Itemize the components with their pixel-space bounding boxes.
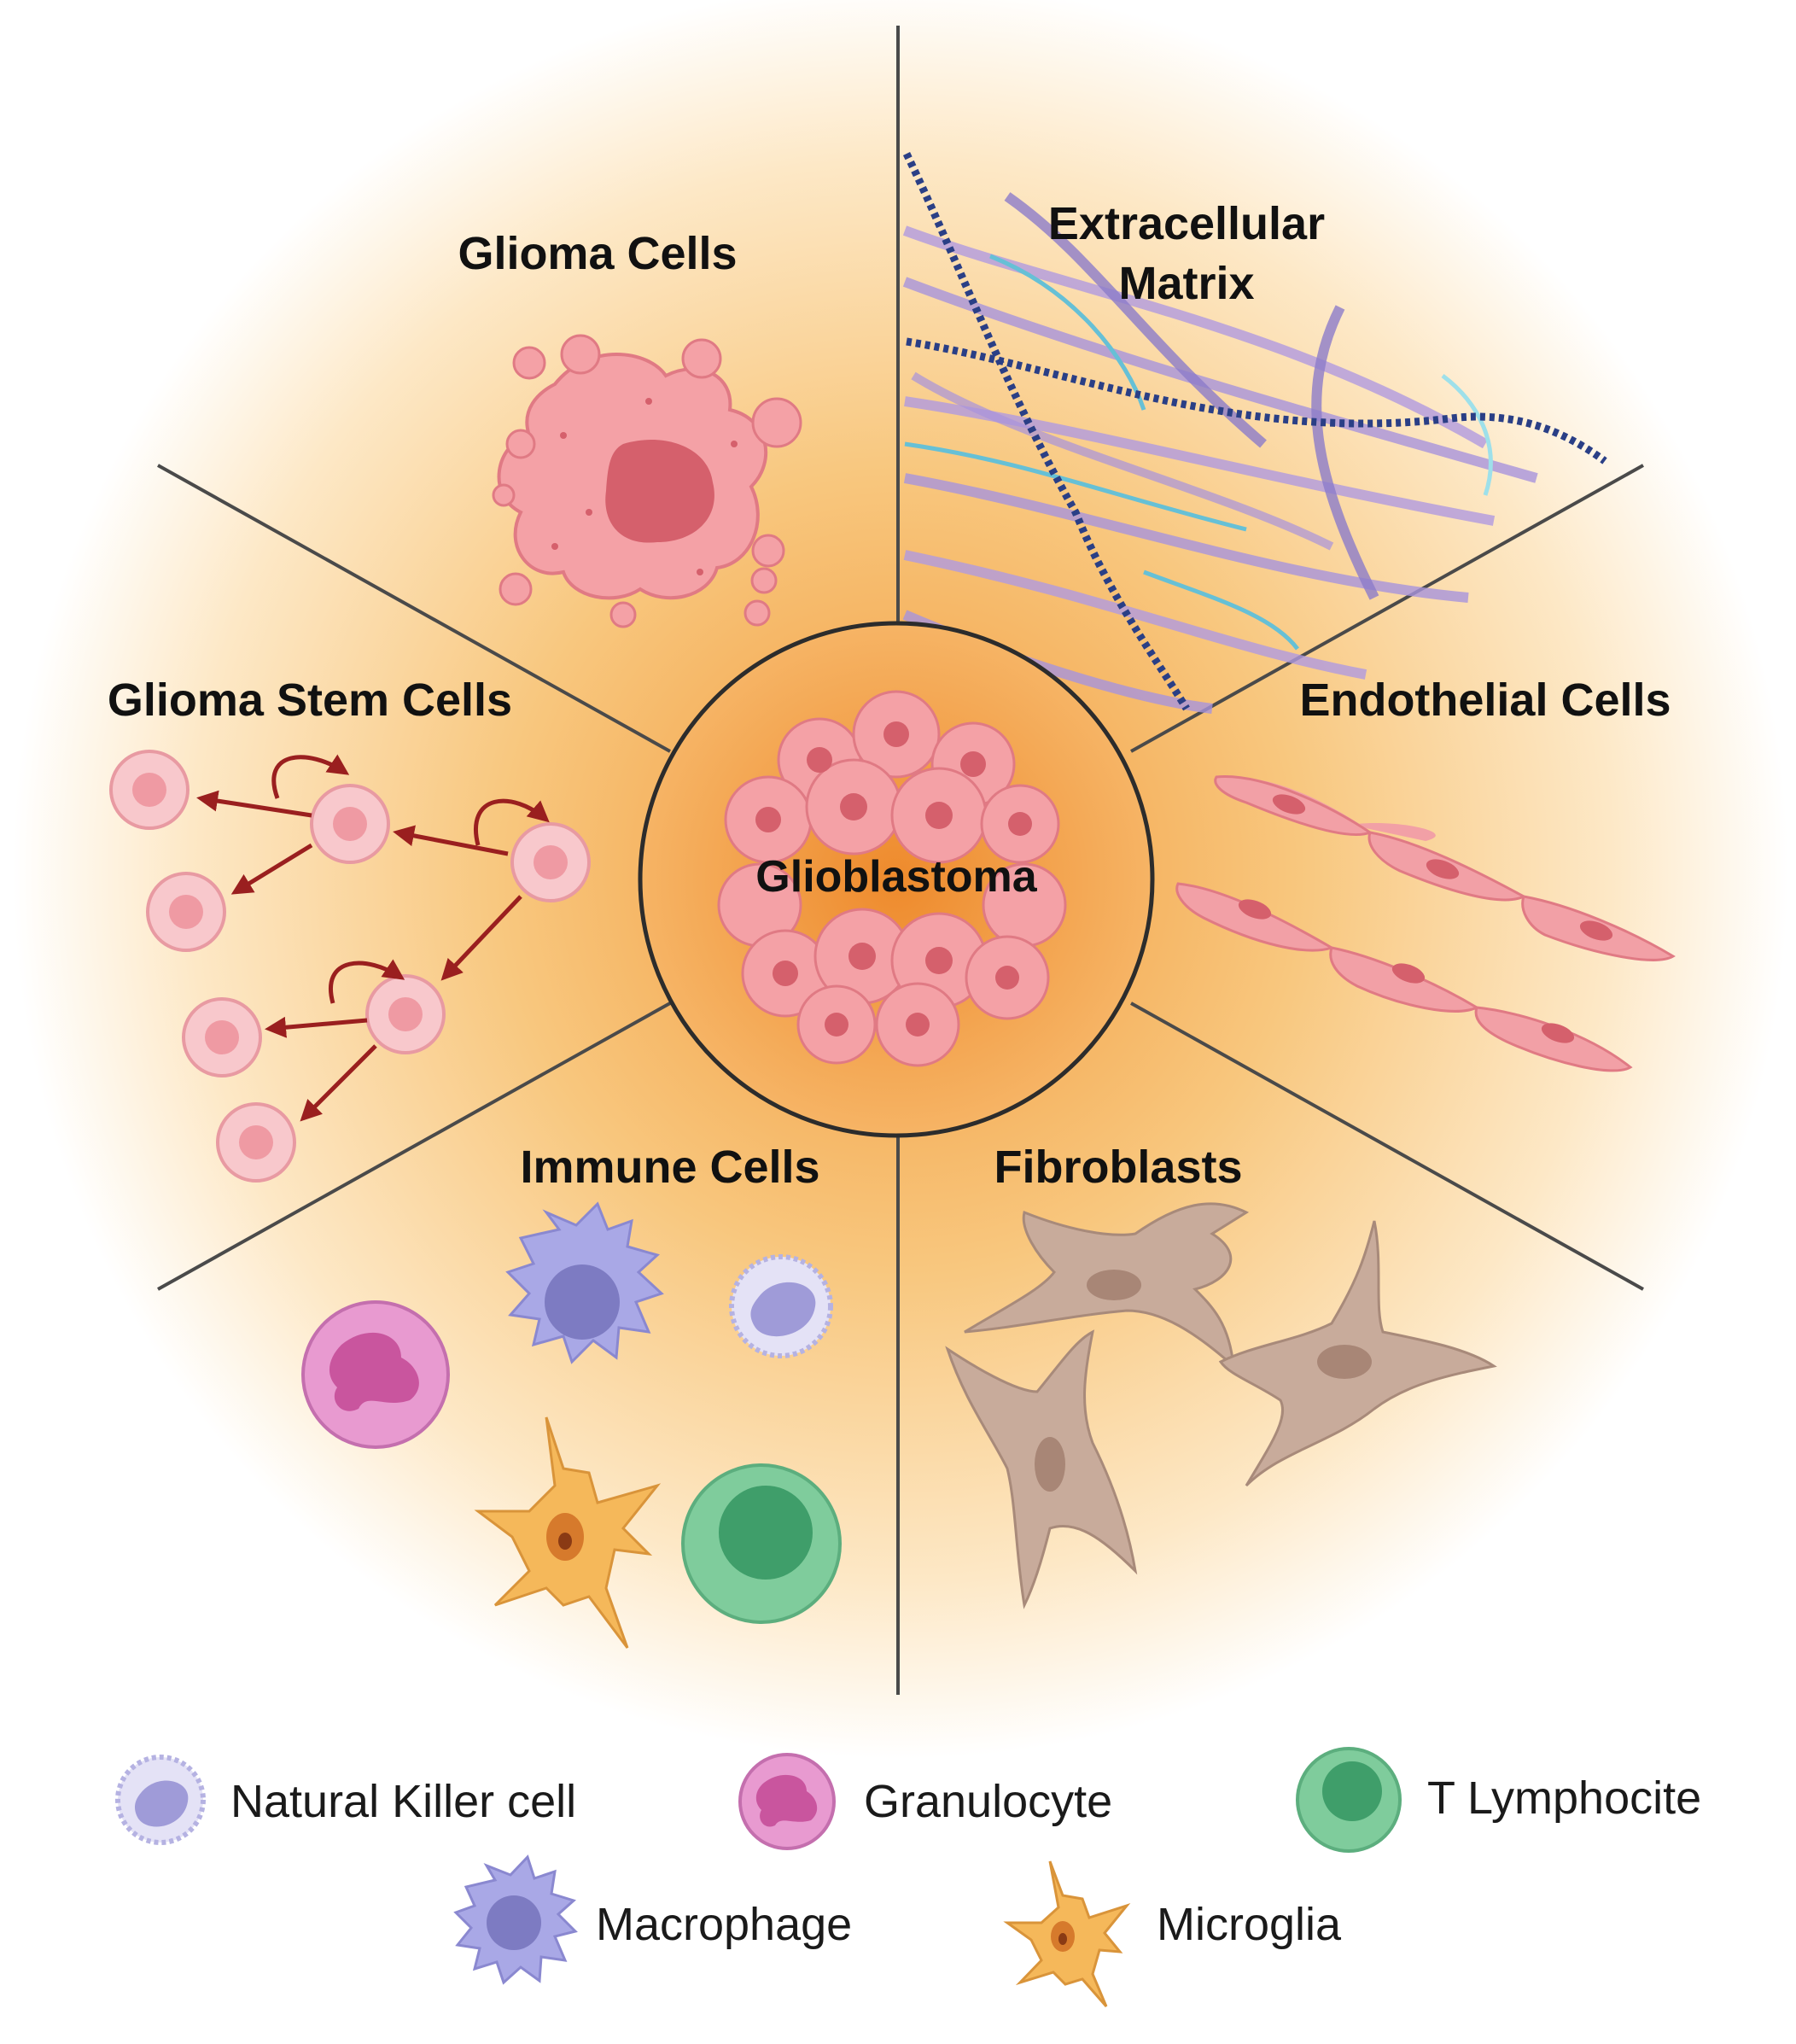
legend-label-granulocyte: Granulocyte xyxy=(864,1776,1112,1827)
legend-label-microglia: Microglia xyxy=(1157,1899,1342,1950)
legend-label-macrophage: Macrophage xyxy=(596,1899,852,1950)
immune-cells-label: Immune Cells xyxy=(520,1142,819,1193)
fibroblast-cells-illustration xyxy=(945,1202,1497,1609)
granulocyte-icon xyxy=(738,1753,836,1850)
glioma-cells-label: Glioma Cells xyxy=(458,228,737,279)
glioma-stem-cells-illustration xyxy=(109,750,591,1183)
microglia-icon xyxy=(1003,1860,1131,2007)
extracellular-matrix-label-line2: Matrix xyxy=(1118,258,1254,309)
endothelial-cells-label: Endothelial Cells xyxy=(1299,675,1671,726)
glioma-cell-illustration xyxy=(492,334,802,628)
legend: Natural Killer cell Granulocyte T Lympho… xyxy=(115,1747,1701,2007)
endothelial-cells-illustration xyxy=(1175,775,1676,1072)
extracellular-matrix-label-line1: Extracellular xyxy=(1048,198,1325,249)
legend-label-t-lymphocyte: T Lymphocite xyxy=(1427,1772,1701,1824)
glioma-stem-cells-label: Glioma Stem Cells xyxy=(108,675,512,726)
t-lymphocyte-illustration xyxy=(681,1463,842,1624)
macrophage-illustration xyxy=(505,1201,664,1364)
granulocyte-illustration xyxy=(301,1300,450,1449)
t-lymphocyte-icon xyxy=(1296,1747,1402,1853)
fibroblasts-label: Fibroblasts xyxy=(994,1142,1242,1193)
natural-killer-cell-icon xyxy=(115,1755,206,1845)
macrophage-icon xyxy=(453,1854,578,1985)
glioblastoma-center: Glioblastoma xyxy=(638,621,1155,1138)
sector-dividers xyxy=(157,26,1644,1695)
natural-killer-cell-illustration xyxy=(729,1254,833,1358)
center-label: Glioblastoma xyxy=(755,852,1037,902)
legend-label-natural-killer-cell: Natural Killer cell xyxy=(230,1776,576,1827)
microglia-illustration xyxy=(474,1416,662,1649)
